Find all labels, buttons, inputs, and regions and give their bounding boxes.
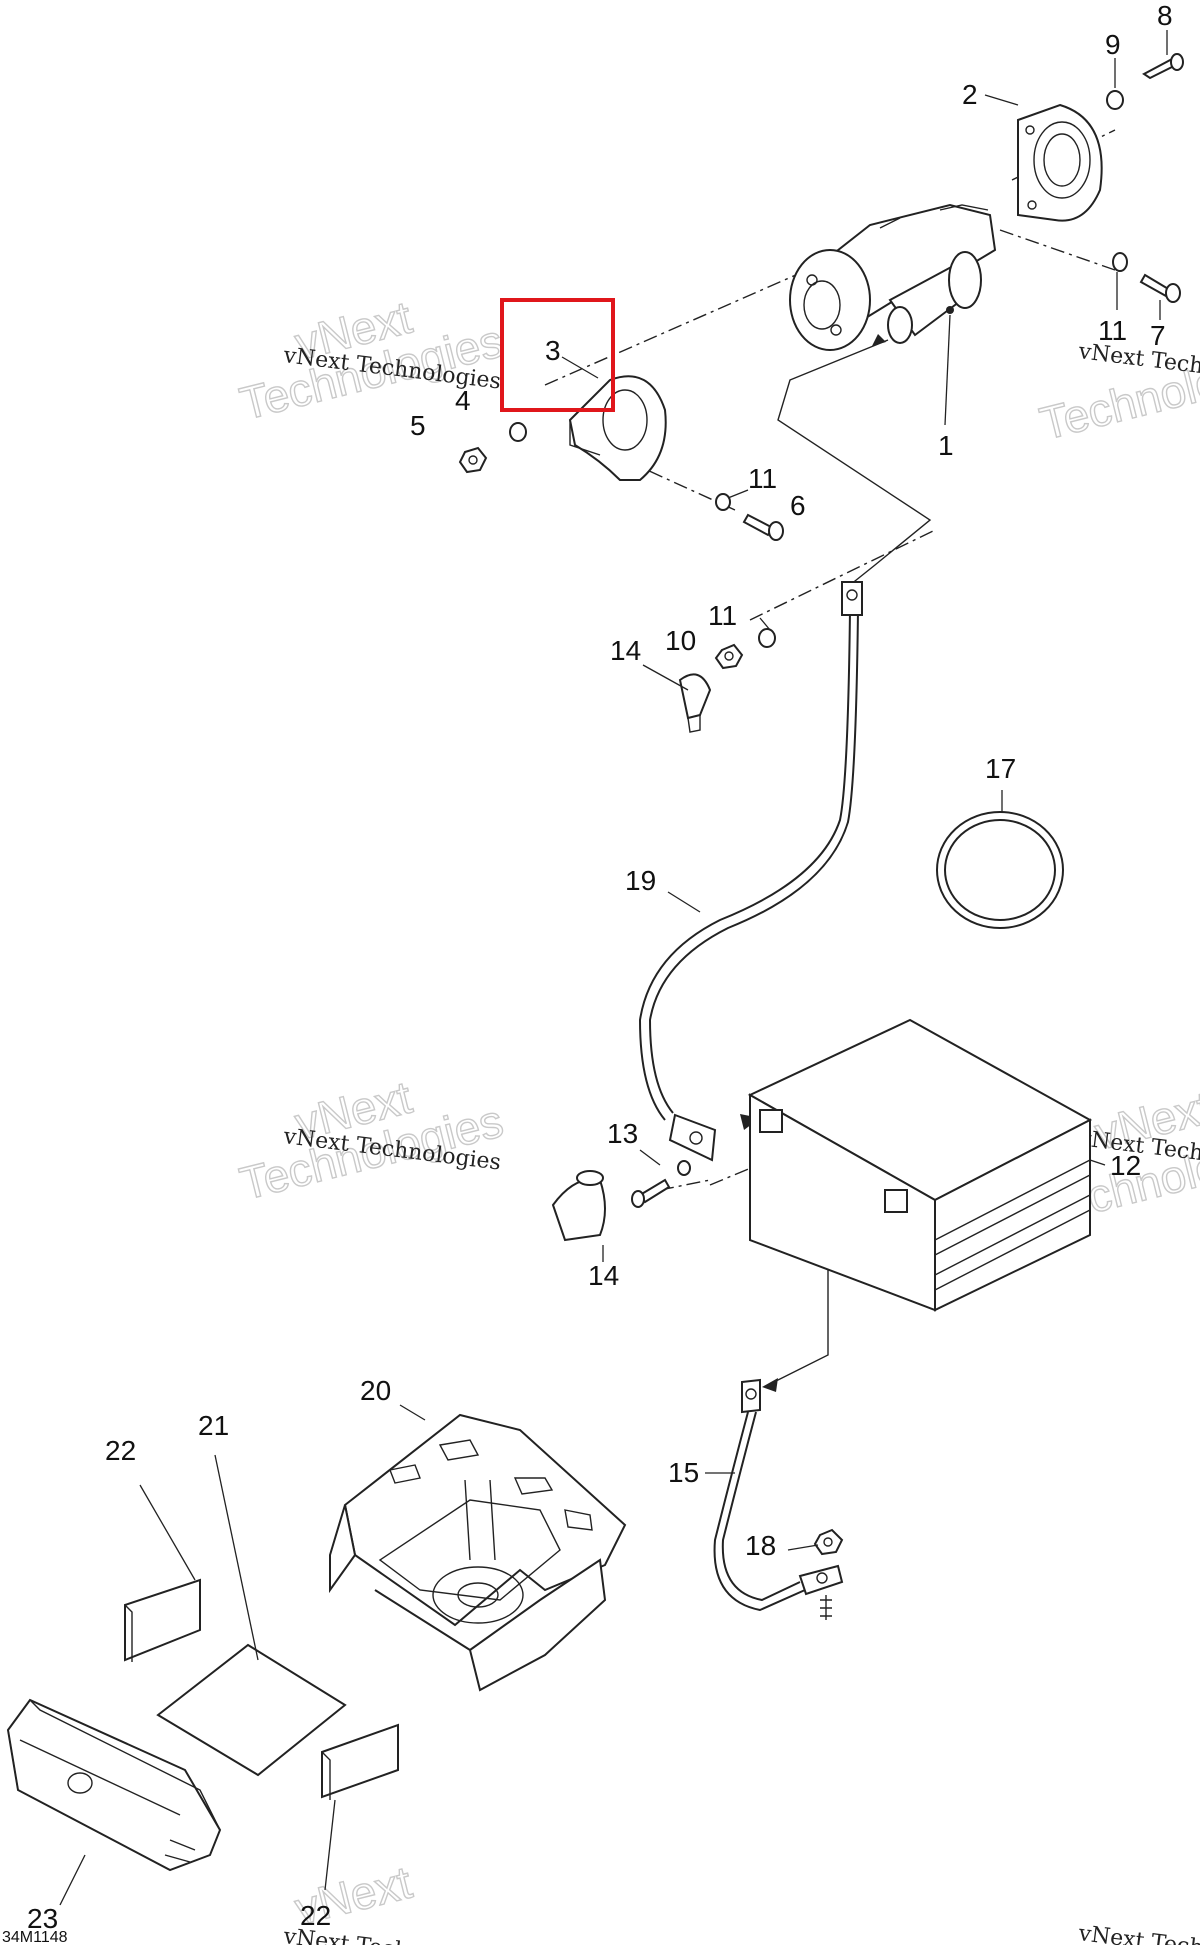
highlight-box: [500, 298, 615, 412]
terminal-boot-14-top: [678, 673, 712, 733]
washer-11-low: [758, 628, 776, 648]
callout-5: 5: [410, 410, 426, 441]
front-bracket: [568, 375, 667, 481]
pad-22-left: [124, 1578, 201, 1662]
callout-22: 22: [300, 1900, 331, 1931]
callout-21: 21: [198, 1410, 229, 1441]
callout-22: 22: [105, 1435, 136, 1466]
callout-19: 19: [625, 865, 656, 896]
rear-bracket: [1017, 103, 1103, 222]
watermark-mid-left: vNext Technologies vNext Technologies: [234, 1070, 509, 1210]
washer-9: [1106, 90, 1124, 110]
battery-cover-23: [6, 1698, 222, 1872]
callout-8: 8: [1157, 0, 1173, 31]
washer-4: [509, 422, 527, 442]
negative-cable-15: [713, 1378, 844, 1612]
washer-11-mid: [715, 493, 731, 511]
callout-11: 11: [708, 600, 737, 631]
callout-2: 2: [962, 79, 978, 110]
bolt-8: [1142, 53, 1184, 80]
callout-labels: 8 9 2 11 7 3 4 5 1 11 6 11 10 14 17 19 1…: [27, 0, 1173, 1934]
callout-13: 13: [607, 1118, 638, 1149]
bolt-6: [742, 513, 784, 541]
callout-20: 20: [360, 1375, 391, 1406]
bolt-7: [1139, 273, 1181, 303]
nut-18: [813, 1528, 844, 1620]
washer-11-top: [1112, 252, 1128, 272]
bolt-13: [631, 1160, 691, 1208]
callout-23: 23: [27, 1903, 58, 1934]
callout-15: 15: [668, 1457, 699, 1488]
mat-21: [156, 1643, 347, 1777]
callout-17: 17: [985, 753, 1016, 784]
callout-14: 14: [610, 635, 641, 666]
terminal-boot-14-bottom: [551, 1170, 606, 1242]
callout-18: 18: [745, 1530, 776, 1561]
positive-cable-19: [638, 581, 863, 1162]
battery-12: [747, 1018, 1093, 1312]
o-ring-17: [936, 811, 1064, 929]
callout-4: 4: [455, 385, 471, 416]
battery-tray-20: [329, 1413, 627, 1692]
callout-1: 1: [938, 430, 954, 461]
nut-5: [458, 446, 488, 474]
leader-lines: [59, 30, 1168, 1906]
callout-11: 11: [748, 463, 777, 494]
watermark-bottom: vNext vNext Technologies vNext Technolog…: [281, 1855, 1200, 1945]
nut-10: [714, 643, 744, 670]
callout-7: 7: [1150, 320, 1166, 351]
callout-10: 10: [665, 625, 696, 656]
callout-3: 3: [545, 335, 561, 366]
pad-22-right: [321, 1723, 399, 1800]
drawing-code: 34M1148: [2, 1929, 68, 1945]
callout-12: 12: [1110, 1150, 1141, 1181]
callout-14: 14: [588, 1260, 619, 1291]
svg-text:vNext Technologies: vNext Technologies: [1076, 1921, 1200, 1945]
watermark-top-right: Technologies vNext Technologies: [1034, 334, 1200, 451]
callout-11: 11: [1098, 315, 1127, 346]
callout-9: 9: [1105, 29, 1121, 60]
callout-6: 6: [790, 490, 806, 521]
starter-motor: [789, 203, 997, 351]
